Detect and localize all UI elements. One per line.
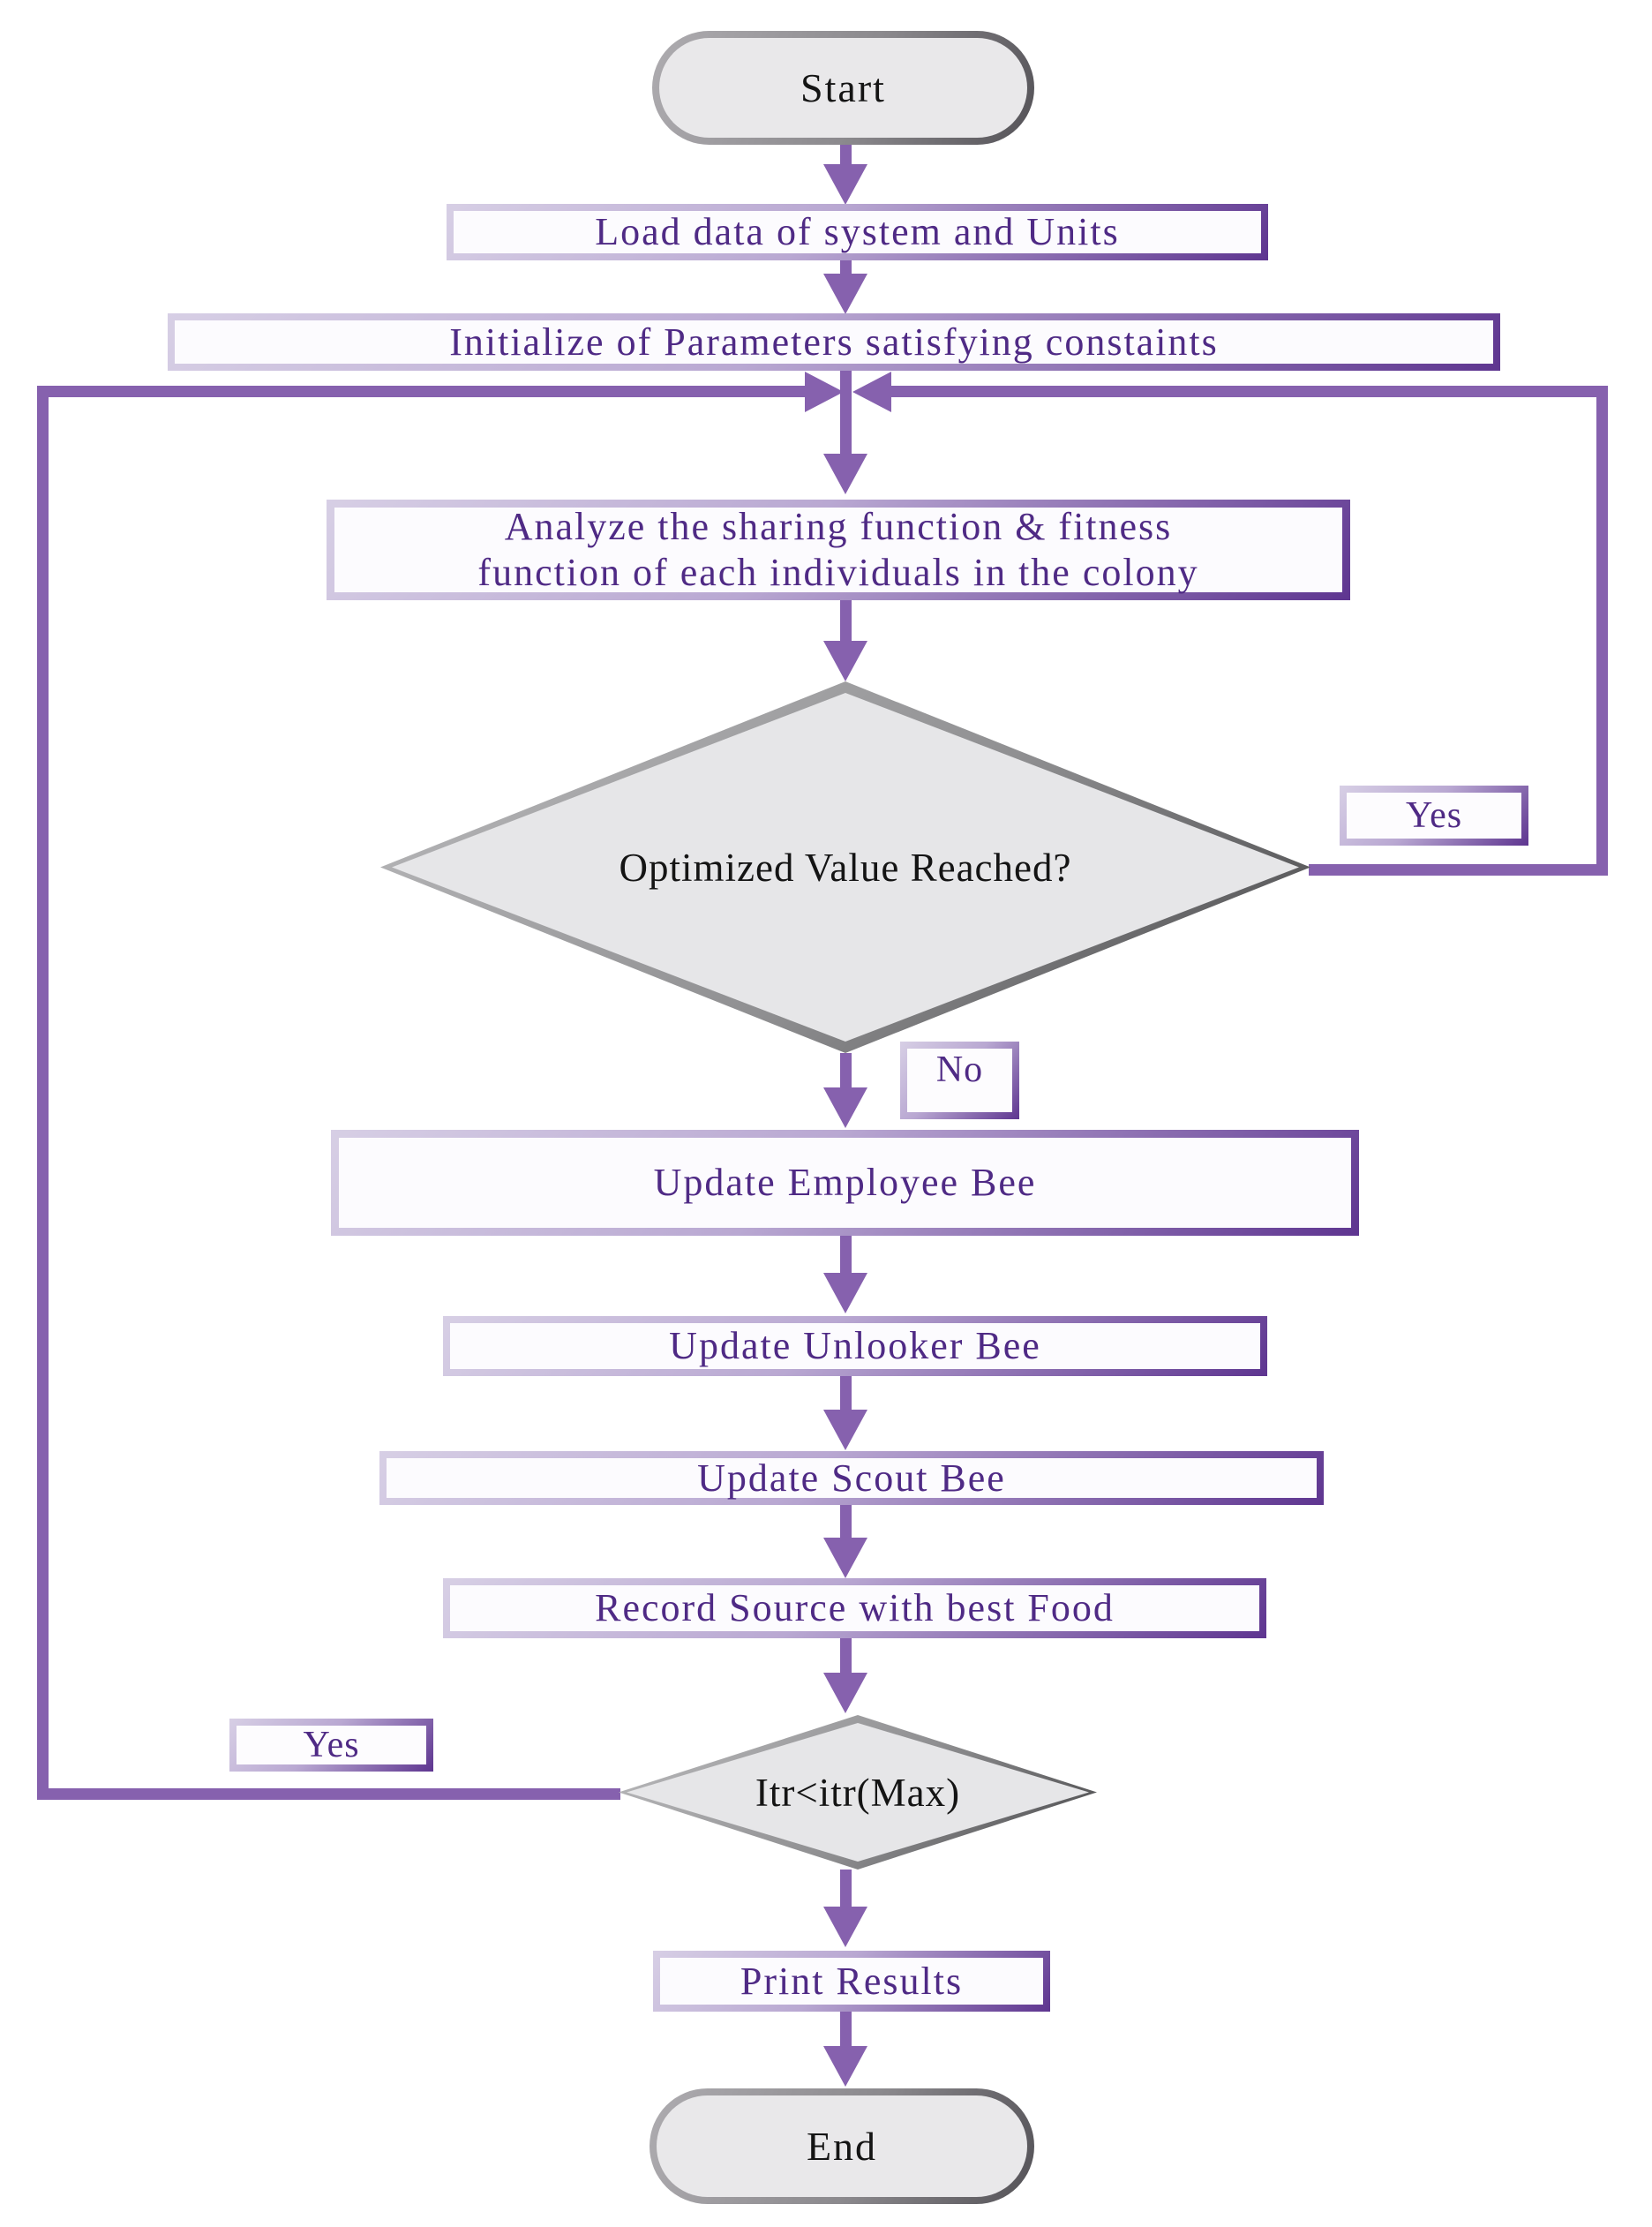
left-loop-horizontal-line — [37, 1788, 620, 1800]
arrow-record-to-iteration-head-icon — [823, 1673, 867, 1713]
arrow-scout-to-record-head-icon — [823, 1538, 867, 1578]
node-update-unlooker-body: Update Unlooker Bee — [450, 1323, 1260, 1369]
node-initialize-body: Initialize of Parameters satisfying cons… — [175, 320, 1493, 364]
node-print-results-label: Print Results — [740, 1959, 964, 2003]
node-end-terminal: End — [650, 2088, 1034, 2204]
node-decision-optimized-label-wrap: Optimized Value Reached? — [380, 681, 1310, 1053]
arrow-no-branch-head-icon — [823, 1087, 867, 1128]
node-record-source: Record Source with best Food — [443, 1578, 1266, 1638]
node-decision-iteration-label-wrap: Itr<itr(Max) — [619, 1715, 1097, 1870]
node-decision-optimized: Optimized Value Reached? — [380, 681, 1310, 1053]
node-update-scout: Update Scout Bee — [379, 1451, 1324, 1505]
arrow-analyze-to-decision-shaft — [840, 600, 852, 643]
merge-left-line — [37, 386, 805, 397]
arrow-print-to-end-head-icon — [823, 2046, 867, 2087]
arrow-merge-to-analyze-shaft — [840, 371, 852, 455]
node-print-results: Print Results — [653, 1951, 1050, 2012]
node-start-body: Start — [659, 38, 1027, 138]
arrow-start-to-load-shaft — [840, 145, 852, 168]
node-update-employee-body: Update Employee Bee — [339, 1138, 1351, 1228]
label-yes-right: Yes — [1340, 786, 1528, 846]
node-print-results-body: Print Results — [660, 1958, 1043, 2005]
node-end-label: End — [806, 2124, 878, 2169]
node-record-source-body: Record Source with best Food — [450, 1585, 1259, 1631]
node-start-label: Start — [800, 65, 886, 110]
node-analyze-label-line2: function of each individuals in the colo… — [477, 551, 1199, 594]
node-record-source-label: Record Source with best Food — [595, 1586, 1115, 1629]
label-no-text: No — [935, 1050, 984, 1090]
node-initialize-label: Initialize of Parameters satisfying cons… — [449, 320, 1219, 364]
arrow-unlooker-to-scout-shaft — [840, 1376, 852, 1411]
arrow-employee-to-unlooker-shaft — [840, 1236, 852, 1275]
label-yes-left-body: Yes — [237, 1725, 426, 1765]
arrow-load-to-initialize-shaft — [840, 260, 852, 276]
arrow-print-to-end-shaft — [840, 2012, 852, 2048]
node-decision-iteration-label: Itr<itr(Max) — [755, 1770, 961, 1815]
node-analyze-label-line1: Analyze the sharing function & fitness — [504, 505, 1173, 548]
node-load-data-label: Load data of system and Units — [595, 210, 1120, 253]
merge-left-arrowhead-icon — [805, 372, 844, 412]
right-loop-horizontal-line — [1309, 864, 1608, 876]
node-update-scout-body: Update Scout Bee — [387, 1456, 1317, 1500]
arrow-employee-to-unlooker-head-icon — [823, 1273, 867, 1313]
node-update-unlooker: Update Unlooker Bee — [443, 1316, 1267, 1376]
arrow-merge-to-analyze-head-icon — [823, 454, 867, 494]
label-yes-left: Yes — [229, 1719, 433, 1772]
node-analyze-body: Analyze the sharing function & fitness f… — [334, 505, 1342, 594]
arrow-start-to-load-head-icon — [823, 164, 867, 205]
node-decision-optimized-label: Optimized Value Reached? — [619, 845, 1072, 890]
label-yes-left-text: Yes — [303, 1725, 360, 1765]
node-initialize: Initialize of Parameters satisfying cons… — [168, 313, 1500, 371]
label-yes-right-body: Yes — [1347, 793, 1521, 839]
arrow-record-to-iteration-shaft — [840, 1638, 852, 1674]
node-analyze: Analyze the sharing function & fitness f… — [327, 500, 1350, 600]
node-end-body: End — [657, 2095, 1027, 2197]
arrow-unlooker-to-scout-head-icon — [823, 1410, 867, 1450]
arrow-scout-to-record-shaft — [840, 1505, 852, 1539]
node-decision-iteration: Itr<itr(Max) — [619, 1715, 1097, 1870]
node-load-data-body: Load data of system and Units — [454, 210, 1261, 253]
node-update-unlooker-label: Update Unlooker Bee — [669, 1324, 1041, 1367]
label-yes-right-text: Yes — [1405, 795, 1463, 836]
arrow-iteration-to-print-head-icon — [823, 1907, 867, 1947]
node-update-scout-label: Update Scout Bee — [697, 1456, 1006, 1500]
arrow-load-to-initialize-head-icon — [823, 274, 867, 314]
left-loop-vertical-line — [37, 386, 49, 1800]
arrow-iteration-to-print-shaft — [840, 1870, 852, 1908]
node-load-data: Load data of system and Units — [447, 204, 1268, 260]
merge-right-line — [891, 386, 1602, 397]
node-update-employee: Update Employee Bee — [331, 1130, 1359, 1236]
label-no-body: No — [907, 1049, 1012, 1112]
arrow-no-branch-shaft — [840, 1053, 852, 1089]
node-start-terminal: Start — [652, 31, 1034, 145]
merge-right-arrowhead-icon — [852, 372, 891, 412]
node-update-employee-label: Update Employee Bee — [653, 1161, 1037, 1204]
arrow-analyze-to-decision-head-icon — [823, 641, 867, 681]
label-no: No — [900, 1042, 1019, 1119]
right-loop-vertical-line — [1596, 386, 1608, 876]
